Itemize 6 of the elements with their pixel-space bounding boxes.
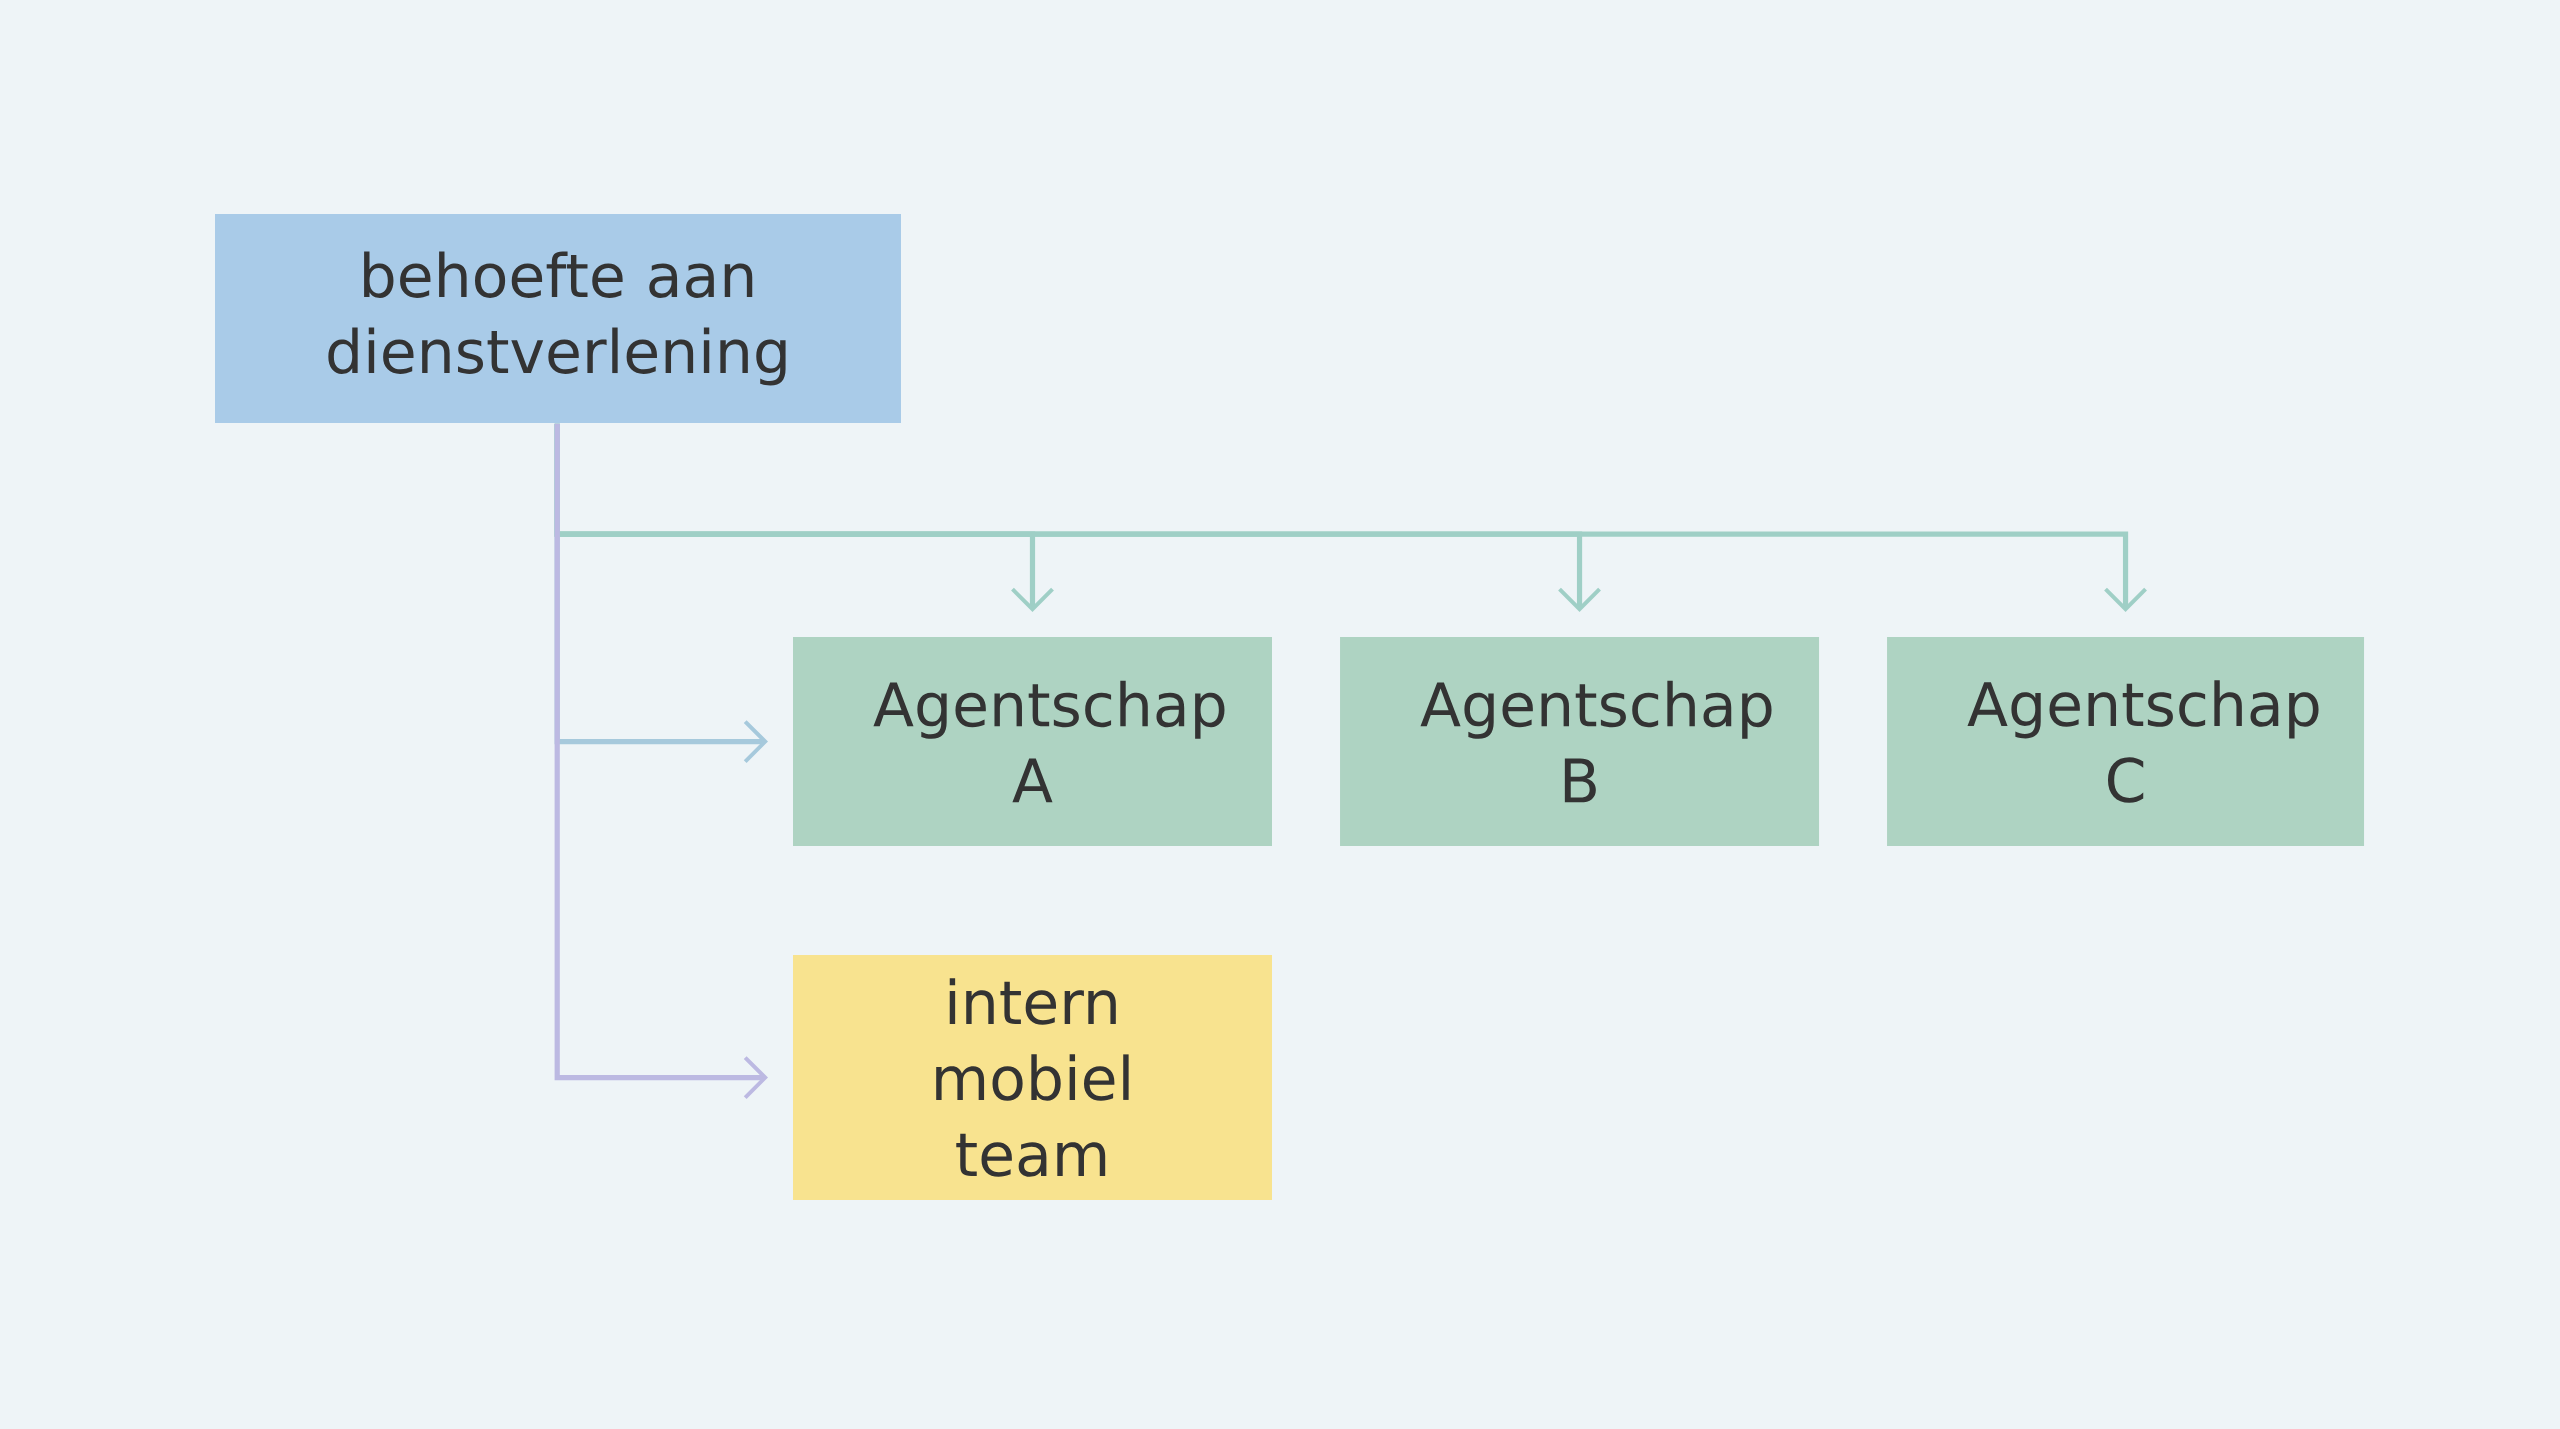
agency-box: Agentschap C xyxy=(1887,637,2365,847)
arrow xyxy=(554,423,769,1099)
agency-box: Agentschap A xyxy=(793,637,1272,847)
team-box: intern mobiel team xyxy=(793,955,1272,1201)
source-box: behoefte aan dienstverlening xyxy=(215,214,901,423)
agency-box: Agentschap B xyxy=(1340,637,1820,847)
